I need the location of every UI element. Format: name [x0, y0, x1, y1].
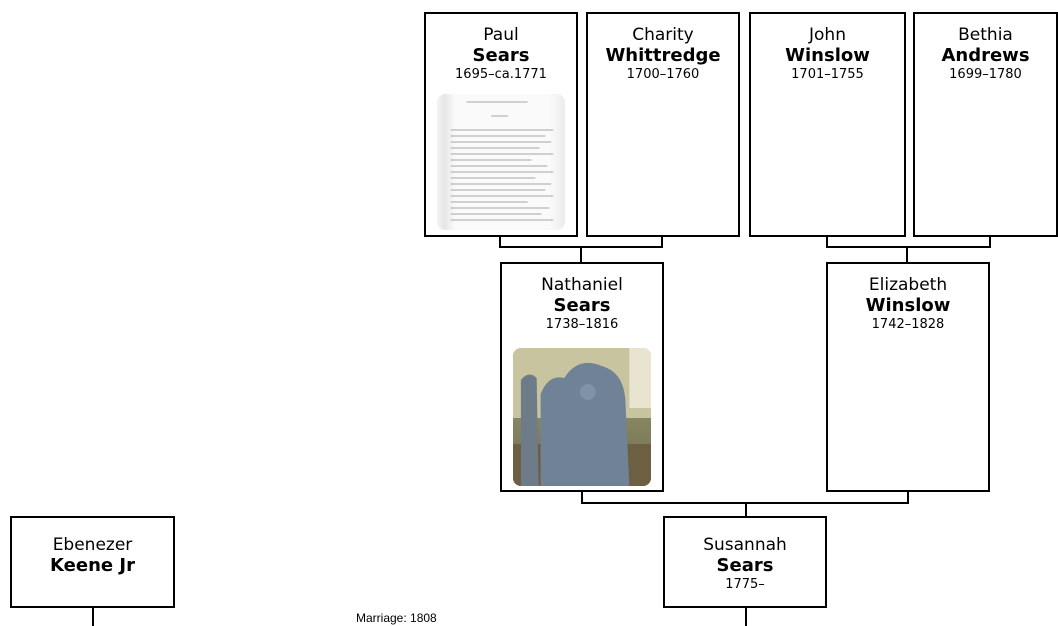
connector-line [745, 608, 747, 626]
surname: Sears [716, 555, 774, 576]
connector-line [581, 492, 583, 504]
life-dates: 1695–ca.1771 [455, 67, 547, 82]
connector-line [499, 237, 501, 248]
person-card-susannah-sears[interactable]: Susannah Sears 1775– [663, 516, 827, 608]
life-dates: 1742–1828 [871, 317, 945, 332]
life-dates: 1701–1755 [791, 67, 864, 82]
given-name: Ebenezer [52, 535, 133, 555]
surname: Sears [472, 45, 530, 66]
surname: Keene Jr [50, 555, 135, 576]
given-name: Paul [483, 25, 519, 45]
connector-line [745, 502, 747, 517]
life-dates: 1775– [725, 577, 765, 592]
surname: Winslow [865, 295, 951, 316]
given-name: Nathaniel [541, 275, 623, 295]
connector-line [906, 246, 908, 263]
life-dates: 1699–1780 [949, 67, 1022, 82]
life-dates: 1700–1760 [626, 67, 700, 82]
person-card-nathaniel-sears[interactable]: Nathaniel Sears 1738–1816 [500, 262, 664, 492]
given-name: Elizabeth [868, 275, 948, 295]
surname: Whittredge [605, 45, 721, 66]
person-card-ebenezer-keene-jr[interactable]: Ebenezer Keene Jr [10, 516, 175, 608]
connector-line [661, 237, 663, 248]
gravestone-photo[interactable] [513, 348, 651, 486]
person-card-elizabeth-winslow[interactable]: Elizabeth Winslow 1742–1828 [826, 262, 990, 492]
given-name: Susannah [703, 535, 787, 555]
given-name: John [809, 25, 846, 45]
given-name: Charity [632, 25, 694, 45]
connector-line [826, 237, 828, 248]
person-card-paul-sears[interactable]: Paul Sears 1695–ca.1771 [424, 12, 578, 237]
connector-line [92, 608, 94, 626]
person-card-charity-whittredge[interactable]: Charity Whittredge 1700–1760 [586, 12, 740, 237]
given-name: Bethia [958, 25, 1013, 45]
marriage-label: Marriage: 1808 [356, 611, 437, 625]
person-card-john-winslow[interactable]: John Winslow 1701–1755 [749, 12, 906, 237]
connector-line [907, 492, 909, 504]
surname: Sears [553, 295, 611, 316]
connector-line [989, 237, 991, 248]
life-dates: 1738–1816 [545, 317, 619, 332]
document-photo[interactable] [437, 94, 565, 230]
connector-line [580, 246, 582, 263]
person-card-bethia-andrews[interactable]: Bethia Andrews 1699–1780 [913, 12, 1058, 237]
surname: Winslow [785, 45, 870, 66]
surname: Andrews [941, 45, 1030, 66]
connector-line [826, 246, 991, 248]
